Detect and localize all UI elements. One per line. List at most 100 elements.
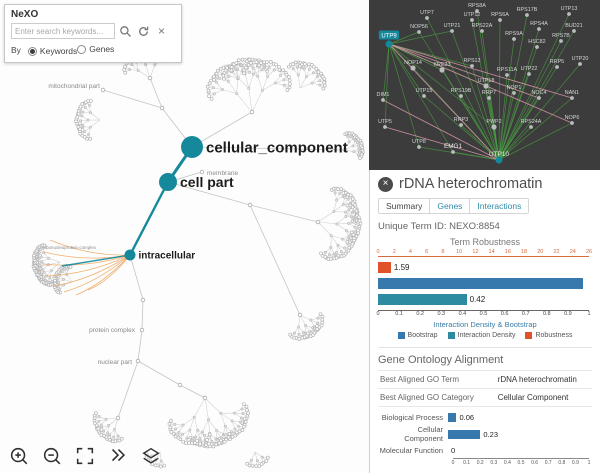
network-node-UTP21[interactable] — [450, 29, 454, 33]
network-node-RPS4A[interactable] — [537, 27, 541, 31]
network-node-RPS13[interactable] — [470, 64, 474, 68]
network-node-NOP56[interactable] — [417, 30, 421, 34]
tab-genes[interactable]: Genes — [430, 199, 471, 213]
network-label-RPS6A: RPS6A — [491, 12, 509, 18]
network-node-DIM1[interactable] — [381, 98, 385, 102]
network-node-HSC82[interactable] — [535, 45, 539, 49]
network-node-RPS7B[interactable] — [559, 39, 563, 43]
goa-value: Cellular Component — [495, 388, 592, 407]
search-icon[interactable] — [118, 24, 133, 39]
tree-label-cellular-component: cellular_component — [206, 139, 348, 156]
network-node-UTP13[interactable] — [567, 12, 571, 16]
search-mode-radios: Keywords Genes — [27, 44, 114, 56]
network-node-NOP6[interactable] — [570, 121, 574, 125]
network-node-RPS6A[interactable] — [498, 18, 502, 22]
legend-item-robustness: Robustness — [525, 332, 572, 339]
app-title: NeXO — [11, 9, 39, 20]
alignment-category-label: Cellular Component — [404, 425, 443, 443]
collapse-icon[interactable] — [105, 443, 130, 468]
tab-summary[interactable]: Summary — [379, 199, 431, 213]
network-label-DIM1: DIM1 — [377, 92, 390, 98]
tree-label-intracellular: intracellular — [139, 251, 196, 262]
network-node-UTP10[interactable] — [495, 156, 503, 164]
radio-label: Genes — [89, 44, 115, 54]
tree-node-intracellular[interactable] — [124, 249, 136, 261]
network-node-UTP9[interactable] — [385, 40, 393, 48]
zoom-out-icon[interactable] — [39, 443, 64, 468]
tab-interactions[interactable]: Interactions — [470, 199, 529, 213]
network-node-RPS24A[interactable] — [529, 125, 533, 129]
zoom-in-icon[interactable] — [6, 443, 31, 468]
network-label-RPS13: RPS13 — [463, 58, 480, 64]
alignment-bar-biological-process — [448, 413, 457, 422]
network-node-RRP5[interactable] — [555, 65, 559, 69]
radio-circle-icon — [77, 44, 87, 54]
network-label-NOP56: NOP56 — [410, 24, 428, 30]
network-node-RRP3[interactable] — [459, 123, 463, 127]
network-node-RPS11A[interactable] — [505, 73, 509, 77]
network-node-RPS8A[interactable] — [475, 9, 479, 13]
network-label-UTP21: UTP21 — [444, 23, 461, 29]
network-label-RPS7B: RPS7B — [552, 33, 570, 39]
network-node-KRE33[interactable] — [439, 67, 445, 73]
legend-item-interaction-density: Interaction Density — [447, 332, 515, 339]
bar-value-label: 0 — [451, 446, 456, 455]
network-label-RPS17B: RPS17B — [517, 7, 538, 13]
network-label-RPS8A: RPS8A — [468, 3, 486, 9]
network-node-NOP14[interactable] — [410, 65, 416, 71]
network-label-RRP3: RRP3 — [454, 117, 468, 123]
alignment-category-label: Molecular Function — [379, 446, 443, 455]
tree-node-cell-part[interactable] — [159, 173, 177, 191]
network-node-UTP8[interactable] — [417, 145, 421, 149]
network-node-RPS22A[interactable] — [480, 29, 484, 33]
goa-value: rDNA heterochromatin — [495, 370, 592, 389]
network-node-UTP20[interactable] — [578, 62, 582, 66]
network-node-NOP1[interactable] — [512, 91, 516, 95]
network-node-UTP5[interactable] — [383, 125, 387, 129]
network-node-RRP7[interactable] — [487, 96, 491, 100]
network-node-UTP7[interactable] — [425, 16, 429, 20]
network-label-KRE33: KRE33 — [433, 62, 450, 68]
network-label-UTP15: UTP15 — [416, 88, 433, 94]
network-node-NOC4[interactable] — [537, 96, 541, 100]
network-label-RPS9A: RPS9A — [505, 31, 523, 37]
network-node-UTP22[interactable] — [527, 72, 531, 76]
goa-key: Best Aligned GO Category — [378, 388, 496, 407]
layers-icon[interactable] — [138, 443, 163, 468]
network-node-NAN1[interactable] — [570, 96, 574, 100]
tree-node-cellular-component[interactable] — [181, 136, 203, 158]
refresh-icon[interactable] — [136, 24, 151, 39]
network-node-UTP15[interactable] — [422, 94, 426, 98]
search-input[interactable] — [11, 23, 115, 39]
fit-icon[interactable] — [72, 443, 97, 468]
network-node-UTP12[interactable] — [470, 18, 474, 22]
network-label-NAN1: NAN1 — [565, 90, 579, 96]
network-node-BUD21[interactable] — [572, 29, 576, 33]
goa-key: Best Aligned GO Term — [378, 370, 496, 389]
close-icon[interactable]: × — [378, 176, 393, 192]
robustness-axis-caption: Interaction Density & Bootstrap — [433, 320, 537, 329]
network-node-RPS9A[interactable] — [512, 37, 516, 41]
network-node-UTP18[interactable] — [483, 83, 489, 89]
network-node-RPS17B[interactable] — [525, 13, 529, 17]
network-label-RPS22A: RPS22A — [472, 23, 493, 29]
bar-value-label: 0.06 — [459, 413, 475, 422]
network-node-PWP2[interactable] — [491, 124, 497, 130]
network-label-NOP14: NOP14 — [404, 60, 422, 66]
network-label-UTP18: UTP18 — [478, 78, 495, 84]
clear-icon[interactable]: × — [157, 24, 165, 38]
radio-keywords[interactable]: Keywords — [27, 46, 77, 56]
term-title: rDNA heterochromatin — [399, 176, 543, 192]
tree-label-ribonucleoprotein-complex: ribonucleoprotein complex — [43, 245, 96, 250]
tree-label-nuclear-part: nuclear part — [98, 359, 133, 366]
radio-genes[interactable]: Genes — [77, 44, 114, 54]
network-node-EMG1[interactable] — [451, 150, 455, 154]
network-node-RPS19B[interactable] — [459, 94, 463, 98]
